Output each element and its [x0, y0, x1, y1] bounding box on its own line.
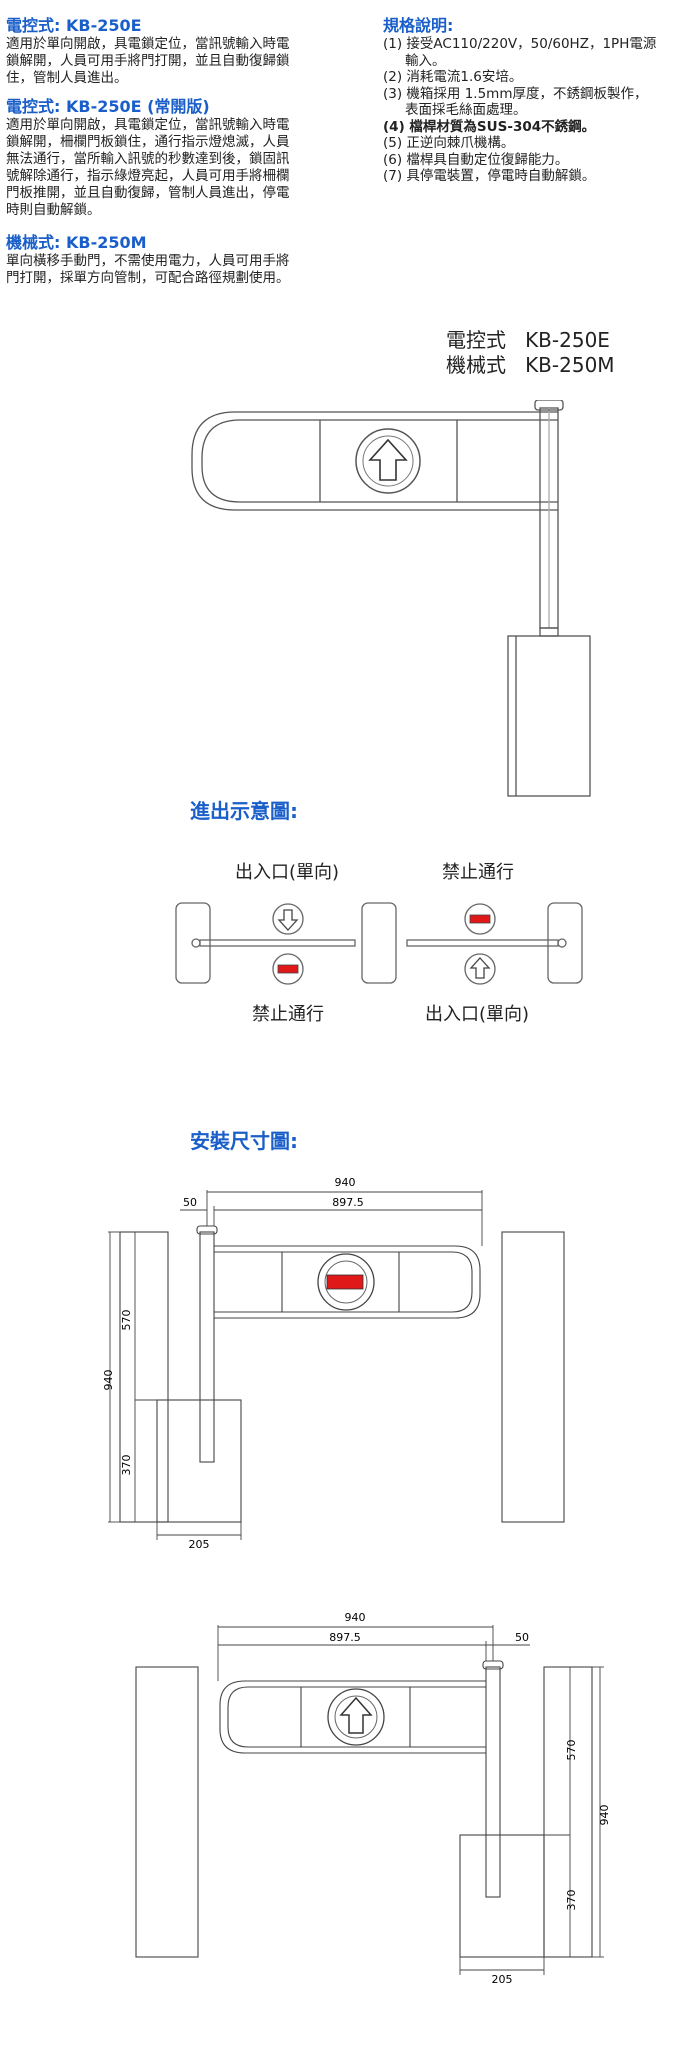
up-arrow-icon [355, 428, 421, 494]
up-arrow-icon [464, 953, 496, 985]
specifications: 規格說明: (1) 接受AC110/220V，50/60HZ，1PH電源輸入。 … [383, 16, 693, 185]
dim-height: 940 [102, 1370, 115, 1391]
section-title: 機械式: KB-250M [6, 233, 147, 252]
dim-lower: 370 [565, 1890, 578, 1911]
gate-illustration [191, 400, 591, 797]
spec-item: (2) 消耗電流1.6安培。 [383, 69, 523, 85]
dimension-lines [108, 1190, 483, 1540]
body-line: 時則自動解鎖。 [6, 202, 101, 218]
dim-upper: 570 [565, 1740, 578, 1761]
dim-base: 205 [492, 1973, 513, 1985]
dim-height: 940 [598, 1805, 610, 1826]
flow-label-bottom-left: 禁止通行 [252, 1004, 324, 1025]
body-line: 門板推開，並且自動復歸，管制人員進出，停電 [6, 185, 290, 201]
install-drawing-bottom: 940 897.5 50 940 570 370 205 [135, 1611, 610, 1985]
down-arrow-icon [272, 903, 304, 935]
install-title: 安裝尺寸圖: [190, 1129, 298, 1153]
body-line: 鎖解開，柵欄門板鎖住，通行指示燈熄滅，人員 [6, 134, 290, 150]
section-body: 單向橫移手動門，不需使用電力，人員可用手將 門打開，採單方向管制，可配合路徑規劃… [6, 253, 356, 287]
dim-offset: 50 [183, 1196, 197, 1209]
spec-item: (7) 具停電裝置，停電時自動解鎖。 [383, 168, 596, 184]
flow-label-bottom-right: 出入口(單向) [425, 1004, 530, 1025]
stop-sign-icon [317, 1253, 375, 1311]
dim-bar: 897.5 [332, 1196, 364, 1209]
body-line: 適用於單向開啟，具電鎖定位，當訊號輸入時電 [6, 117, 290, 133]
dimension-lines [217, 1625, 604, 1975]
body-line: 鎖解開，人員可用手將門打開，並且自動復歸鎖 [6, 53, 290, 69]
specs-list: (1) 接受AC110/220V，50/60HZ，1PH電源輸入。 (2) 消耗… [383, 36, 693, 185]
section-kb250e: 電控式: KB-250E 適用於單向開啟，具電鎖定位，當訊號輸入時電 鎖解開，人… [6, 16, 356, 87]
model-kb250e: 電控式 KB-250E [446, 328, 610, 352]
model-labels: 電控式 KB-250E 機械式 KB-250M [446, 328, 615, 378]
dim-bar: 897.5 [329, 1631, 361, 1644]
body-line: 適用於單向開啟，具電鎖定位，當訊號輸入時電 [6, 36, 290, 52]
dim-base: 205 [189, 1538, 210, 1550]
body-line: 門打開，採單方向管制，可配合路徑規劃使用。 [6, 270, 290, 286]
flow-diagram [175, 902, 583, 985]
section-title: 電控式: KB-250E (常開版) [6, 97, 210, 116]
spec-item: (5) 正逆向棘爪機構。 [383, 135, 515, 151]
dim-width: 940 [345, 1611, 366, 1624]
spec-item: (4) 檔桿材質為SUS-304不銹鋼。 [383, 118, 596, 135]
section-kb250e-normally-open: 電控式: KB-250E (常開版) 適用於單向開啟，具電鎖定位，當訊號輸入時電… [6, 97, 356, 219]
stop-sign-icon [272, 953, 304, 985]
up-arrow-icon [327, 1688, 385, 1746]
flow-label-top-right: 禁止通行 [442, 862, 514, 883]
body-line: 住，管制人員進出。 [6, 70, 128, 86]
spec-item: (1) 接受AC110/220V，50/60HZ，1PH電源輸入。 [383, 36, 657, 69]
flow-title: 進出示意圖: [190, 799, 298, 823]
specs-title: 規格說明: [383, 16, 454, 35]
body-line: 號解除通行，指示綠燈亮起，人員可用手將柵欄 [6, 168, 290, 184]
stop-sign-icon [464, 903, 496, 935]
spec-item: (6) 檔桿具自動定位復歸能力。 [383, 151, 569, 168]
section-title: 電控式: KB-250E [6, 16, 142, 35]
body-line: 單向橫移手動門，不需使用電力，人員可用手將 [6, 253, 290, 269]
model-kb250m: 機械式 KB-250M [446, 353, 615, 377]
product-descriptions: 電控式: KB-250E 適用於單向開啟，具電鎖定位，當訊號輸入時電 鎖解開，人… [6, 16, 356, 287]
dim-upper: 570 [120, 1310, 133, 1331]
body-line: 無法通行，當所輸入訊號的秒數達到後，鎖固訊 [6, 151, 290, 167]
spec-item: (3) 機箱採用 1.5mm厚度，不銹鋼板製作，表面採毛絲面處理。 [383, 85, 648, 119]
install-drawing-top: 940 897.5 50 940 570 370 205 [102, 1176, 565, 1550]
section-body: 適用於單向開啟，具電鎖定位，當訊號輸入時電 鎖解開，人員可用手將門打開，並且自動… [6, 36, 356, 87]
dim-offset: 50 [515, 1631, 529, 1644]
section-kb250m: 機械式: KB-250M 單向橫移手動門，不需使用電力，人員可用手將 門打開，採… [6, 233, 356, 287]
flow-label-top-left: 出入口(單向) [235, 862, 340, 883]
dim-lower: 370 [120, 1455, 133, 1476]
dim-width: 940 [335, 1176, 356, 1189]
section-body: 適用於單向開啟，具電鎖定位，當訊號輸入時電 鎖解開，柵欄門板鎖住，通行指示燈熄滅… [6, 117, 356, 219]
